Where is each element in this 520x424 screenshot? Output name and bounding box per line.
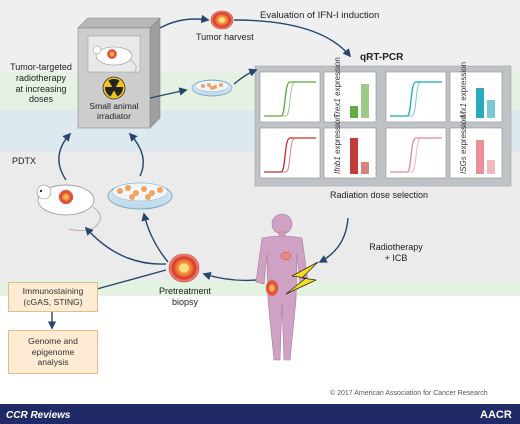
box-genome-analysis: Genome and epigenome analysis (8, 330, 98, 374)
label-pdtx: PDTX (12, 156, 37, 166)
radiation-bolt-icon (285, 261, 319, 295)
flow-arrows (47, 14, 352, 330)
expression-axis-label: Trex1 expression (333, 57, 342, 118)
box-immunostaining: Immunostaining (cGAS, STING) (8, 282, 98, 312)
background-band-5 (0, 280, 520, 296)
expression-bar (350, 138, 358, 174)
radiotherapy-line-1: Tumor-targeted (10, 62, 72, 72)
axis-word: expression (333, 57, 342, 96)
patient-lesion-upper (280, 251, 292, 261)
expression-axis-label: Mx1 expression (459, 62, 468, 118)
radiotherapy-icb-line-2: + ICB (384, 252, 408, 263)
gene-name: Mx1 (459, 101, 468, 118)
amplification-curve (264, 137, 316, 173)
expression-axis-label: Ifnb1 expression (333, 115, 342, 174)
gene-name: Trex1 (333, 96, 342, 118)
footer-publisher: AACR (480, 409, 512, 421)
pretreatment-line-1: Pretreatment (158, 286, 212, 296)
radiotherapy-icb-line-1: Radiotherapy (369, 242, 423, 252)
label-dose-selection: Radiation dose selection (330, 190, 429, 200)
expression-axis-label: ISGs expression (459, 115, 468, 174)
label-radiotherapy-icb: Radiotherapy + ICB (366, 242, 426, 264)
patient-lesion-lower (265, 279, 279, 297)
label-radiotherapy-doses: Tumor-targeted radiotherapy at increasin… (8, 62, 74, 105)
label-tumor-harvest: Tumor harvest (196, 32, 254, 42)
pdtx-mouse-icon (36, 184, 101, 232)
label-irradiator: Small animal irradiator (82, 101, 146, 122)
biopsy-tumor-icon (168, 253, 200, 283)
culture-dish-large (107, 182, 173, 210)
expression-bar (476, 88, 484, 118)
pcr-panel-ifnb1: Ifnb1 expression (259, 115, 377, 179)
gene-name: Ifnb1 (333, 154, 342, 174)
expression-bar (350, 106, 358, 118)
qrtpcr-title: qRT-PCR (360, 52, 404, 63)
axis-word: expression (459, 62, 468, 101)
expression-bar (361, 162, 369, 174)
amplification-curve (264, 81, 316, 117)
label-pretreatment-biopsy: Pretreatment biopsy (150, 286, 220, 308)
expression-bar (487, 160, 495, 174)
tumor-harvest-icon (210, 10, 234, 30)
copyright-notice: © 2017 American Association for Cancer R… (330, 390, 488, 397)
immunostaining-line-1: Immunostaining (22, 286, 84, 297)
caption-ifn-evaluation: Evaluation of IFN-I induction (260, 10, 380, 21)
expression-bar (487, 100, 495, 118)
axis-word: expression (459, 115, 468, 154)
expression-bar (476, 140, 484, 174)
pretreatment-line-2: biopsy (171, 296, 198, 307)
axis-word: expression (333, 115, 342, 154)
culture-dish-top (191, 79, 233, 97)
radiotherapy-line-3: at increasing (15, 83, 67, 94)
gene-name: ISGs (459, 154, 468, 174)
genome-line-1: Genome and (28, 335, 78, 346)
amplification-curve (390, 81, 442, 117)
genome-line-2: epigenome (31, 346, 75, 357)
amplification-curve (390, 137, 442, 173)
radiotherapy-line-2: radiotherapy (15, 72, 67, 83)
immunostaining-line-2: (cGAS, STING) (23, 297, 83, 307)
radiotherapy-line-4: doses (28, 94, 54, 105)
pcr-panel-isgs: ISGs expression (385, 115, 503, 179)
irradiator-line-2: irradiator (97, 111, 131, 122)
footer-journal: CCR Reviews (6, 410, 71, 421)
footer-bar (0, 404, 520, 424)
irradiator-icon (77, 17, 161, 129)
pcr-panel-trex1: Trex1 expression (259, 57, 377, 123)
genome-line-3: analysis (37, 357, 69, 368)
irradiator-line-1: Small animal (89, 101, 139, 111)
pcr-panel-mx1: Mx1 expression (385, 62, 503, 123)
expression-bar (361, 84, 369, 118)
